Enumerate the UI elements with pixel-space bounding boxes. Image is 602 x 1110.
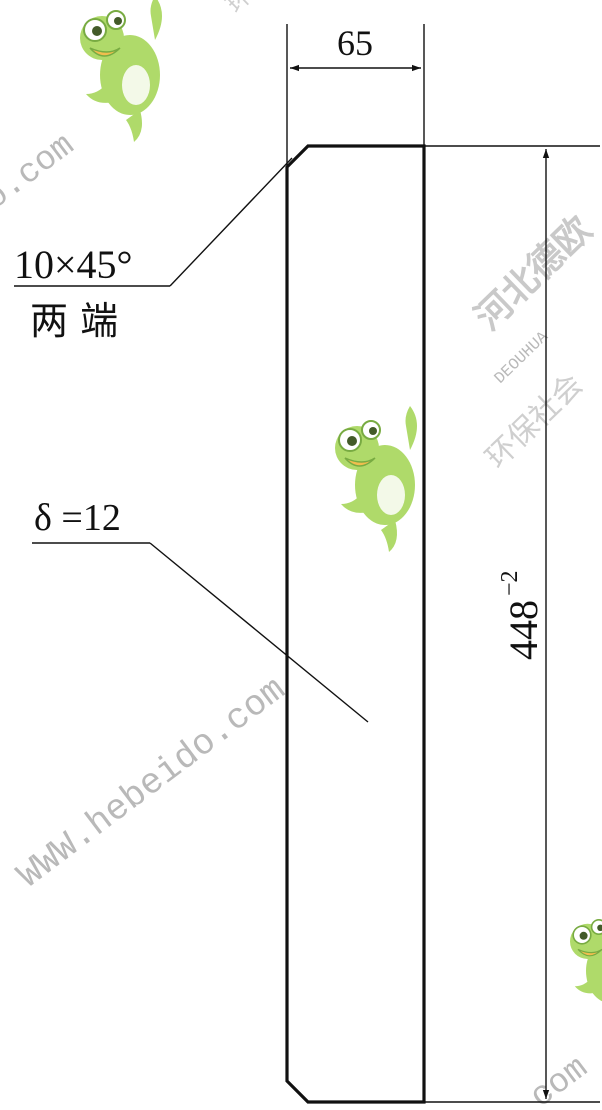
- width-dimension-value: 65: [337, 23, 373, 63]
- watermark-company: 环保社会: [479, 367, 590, 476]
- length-dimension-value: 448: [501, 600, 546, 660]
- watermark-company: 河北德欧: [468, 209, 600, 339]
- watermark-fragment: 环: [221, 0, 258, 18]
- frog-logo: [334, 405, 418, 553]
- watermark-url: o.com: [0, 127, 82, 219]
- watermark-url: com: [524, 1050, 596, 1110]
- part-outline: [285, 144, 426, 1104]
- length-dimension-label: 448 −2: [497, 570, 546, 660]
- frog-logo: [569, 906, 602, 1026]
- chamfer-leader: [14, 157, 293, 287]
- thickness-leader: [32, 542, 369, 723]
- chamfer-note: 两 端: [30, 299, 118, 343]
- thickness-label: δ =12: [34, 497, 121, 539]
- length-dimension: [424, 145, 600, 1103]
- length-tolerance: −2: [497, 570, 523, 596]
- watermark-company-pinyin: DEOUHUA: [491, 328, 552, 388]
- chamfer-spec: 10×45°: [14, 242, 133, 287]
- watermark-url: WWW.hebeido.com: [10, 669, 293, 897]
- frog-logo: [79, 0, 163, 143]
- width-dimension: [286, 24, 425, 167]
